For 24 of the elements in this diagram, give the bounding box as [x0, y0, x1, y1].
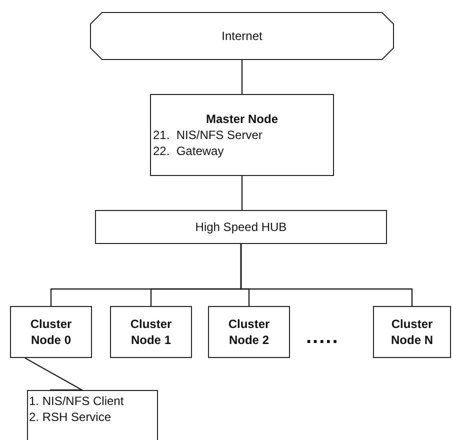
node-label: Internet — [222, 28, 262, 44]
connector-line — [240, 244, 413, 306]
server-box — [150, 94, 334, 176]
leader-line — [24, 357, 84, 391]
list-item: 1. NIS/NFS Client — [29, 393, 124, 409]
cluster-node-box — [373, 306, 451, 358]
node-label: Cluster Node 0 — [29, 316, 73, 348]
list-item: 22. Gateway — [153, 143, 224, 159]
node-label: Cluster Node 1 — [129, 316, 173, 348]
network-cloud-box — [90, 12, 394, 60]
cluster-node-box — [208, 306, 290, 358]
callout-box — [27, 390, 158, 440]
node-label: Cluster Node N — [390, 316, 434, 348]
connector-line — [241, 60, 243, 94]
node-title: Master Node — [206, 111, 278, 127]
node-label: High Speed HUB — [195, 219, 287, 235]
node-label: Cluster Node 2 — [227, 316, 271, 348]
list-item: 2. RSH Service — [29, 409, 112, 425]
hub-box — [95, 210, 387, 244]
connector-line — [241, 176, 243, 210]
cluster-node-box — [110, 306, 192, 358]
cluster-node-box — [10, 306, 92, 358]
list-item: 21. NIS/NFS Server — [153, 127, 262, 143]
ellipsis-mark: ..... — [306, 326, 339, 349]
